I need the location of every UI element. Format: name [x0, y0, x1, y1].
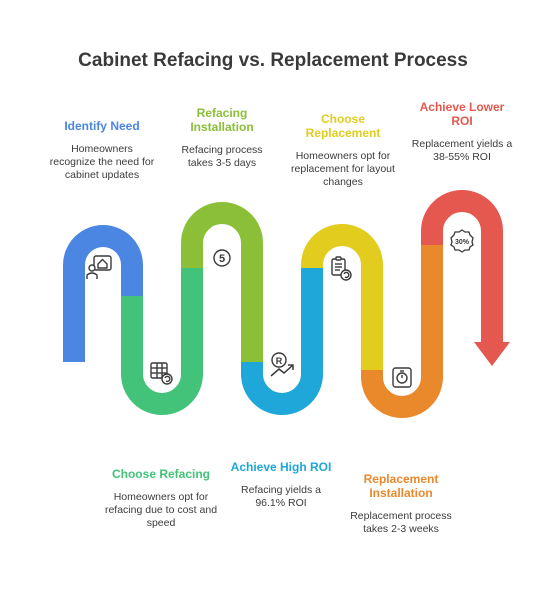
- house-with-person-icon: [86, 255, 112, 279]
- segment-refacing-installation: [181, 202, 263, 362]
- step-choose-replacement: Choose Replacement Homeowners opt for re…: [288, 112, 398, 189]
- step-description: Replacement yields a 38-55% ROI: [411, 138, 513, 163]
- five-days-icon: 5: [213, 249, 231, 267]
- segment-replacement-installation: [361, 245, 443, 418]
- roi-symbol-label: R: [276, 356, 283, 366]
- arrow-head-icon: [474, 342, 510, 366]
- stopwatch-icon: [392, 367, 412, 388]
- diagram-title: Cabinet Refacing vs. Replacement Process: [78, 50, 468, 71]
- step-replacement-installation: Replacement Installation Replacement pro…: [348, 472, 454, 536]
- step-title: Choose Replacement: [305, 112, 381, 140]
- step-description: Refacing yields a 96.1% ROI: [241, 484, 321, 509]
- step-title: Refacing Installation: [190, 106, 254, 134]
- step-title: Identify Need: [64, 119, 140, 133]
- step-refacing-installation: Refacing Installation Refacing process t…: [170, 106, 274, 170]
- five-days-label: 5: [219, 253, 225, 265]
- percent-badge-label: 30%: [455, 239, 470, 246]
- step-choose-refacing: Choose Refacing Homeowners opt for refac…: [104, 467, 218, 530]
- segment-choose-replacement: [301, 224, 383, 370]
- step-description: Homeowners opt for refacing due to cost …: [104, 491, 218, 529]
- segment-achieve-high-roi: [241, 268, 323, 415]
- step-description: Refacing process takes 3-5 days: [181, 144, 263, 169]
- step-description: Homeowners opt for replacement for layou…: [291, 150, 395, 188]
- step-title: Replacement Installation: [363, 472, 439, 500]
- segment-identify-need: [63, 225, 143, 362]
- clipboard-refresh-icon: [331, 256, 352, 281]
- segment-choose-refacing: [121, 268, 203, 415]
- roi-growth-icon: R: [270, 352, 294, 377]
- thirty-percent-badge-icon: 30%: [450, 229, 474, 253]
- step-title: Achieve Lower ROI: [419, 100, 505, 128]
- step-achieve-lower-roi: Achieve Lower ROI Replacement yields a 3…: [408, 100, 516, 164]
- step-title: Achieve High ROI: [230, 460, 332, 474]
- step-title: Choose Refacing: [111, 467, 210, 481]
- step-description: Homeowners recognize the need for cabine…: [49, 143, 155, 181]
- segment-achieve-lower-roi: [421, 190, 503, 342]
- cabinet-refresh-icon: [150, 362, 173, 385]
- step-identify-need: Identify Need Homeowners recognize the n…: [48, 119, 156, 182]
- step-description: Replacement process takes 2-3 weeks: [350, 510, 452, 535]
- step-achieve-high-roi: Achieve High ROI Refacing yields a 96.1%…: [226, 460, 336, 510]
